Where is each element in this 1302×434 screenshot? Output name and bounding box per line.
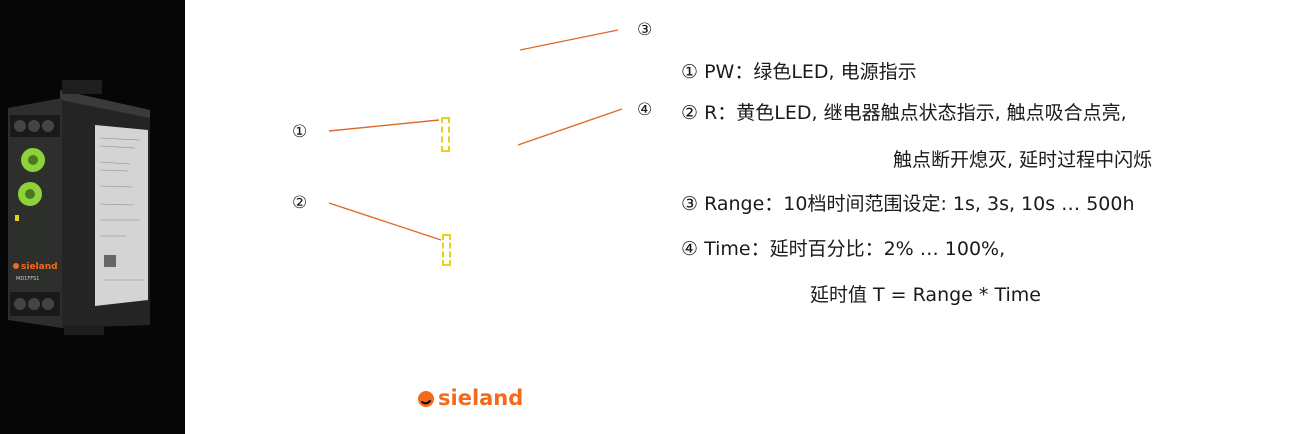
product-photo: sieland MD1FFS1 [8, 80, 150, 335]
time-label: Time [441, 178, 473, 191]
range-tick-label: 10s [466, 25, 486, 36]
r-led [442, 234, 451, 266]
range-tick-label: 1s [448, 54, 461, 65]
pw-led [441, 117, 450, 152]
photo-brand: sieland [21, 262, 58, 272]
range-tick-label: 50h [533, 87, 555, 98]
time-tick-label: 20 [469, 110, 483, 121]
time-tick-label: 70 [543, 150, 557, 161]
legend-r: ② R：黄色LED, 继电器触点状态指示, 触点吸合点亮, [681, 102, 1127, 124]
range-tick-label: 3s [455, 37, 468, 48]
range-label: Range [438, 90, 478, 103]
legend-time-formula: 延时值 T = Range * Time [810, 284, 1041, 306]
leader-line-3 [519, 29, 619, 51]
time-tick-label: 60 [541, 131, 555, 142]
range-tick-label: 30s [496, 21, 516, 32]
range-tick-label: 300m [538, 71, 570, 82]
leader-line-4 [517, 108, 623, 146]
time-tick-label: 80 [540, 168, 554, 179]
leader-line-2 [328, 202, 442, 241]
legend-pw: ① PW：绿色LED, 电源指示 [681, 61, 917, 83]
range-tick-label: 100s [523, 24, 550, 35]
time-dial [473, 125, 541, 193]
time-tick-label: 10 [455, 123, 469, 134]
callout-1: ① [292, 122, 308, 142]
callout-3: ③ [637, 20, 653, 40]
leader-line-1 [328, 119, 440, 132]
legend-r-cont: 触点断开熄灭, 延时过程中闪烁 [893, 149, 1153, 171]
legend-time: ④ Time：延时百分比：2% … 100%, [681, 238, 1006, 260]
time-tick-label: 30 [491, 106, 505, 117]
panel-model: MD1FFS1 [470, 415, 529, 426]
range-tick-label: 500h [513, 101, 542, 112]
sieland-logo-icon [418, 391, 434, 407]
time-tick-label: 100 [515, 193, 536, 204]
pw-label: PW [417, 125, 438, 138]
time-tick-label: 90 (%) [533, 181, 570, 192]
time-tick-label: 2 [455, 137, 462, 148]
panel-brand: sieland [438, 386, 524, 410]
r-label: R [417, 242, 427, 255]
callout-4: ④ [637, 100, 653, 120]
range-tick-label: 30m [542, 55, 567, 66]
legend-range: ③ Range：10档时间范围设定: 1s, 3s, 10s … 500h [681, 193, 1135, 215]
callout-2: ② [292, 193, 308, 213]
photo-model: MD1FFS1 [16, 276, 39, 282]
